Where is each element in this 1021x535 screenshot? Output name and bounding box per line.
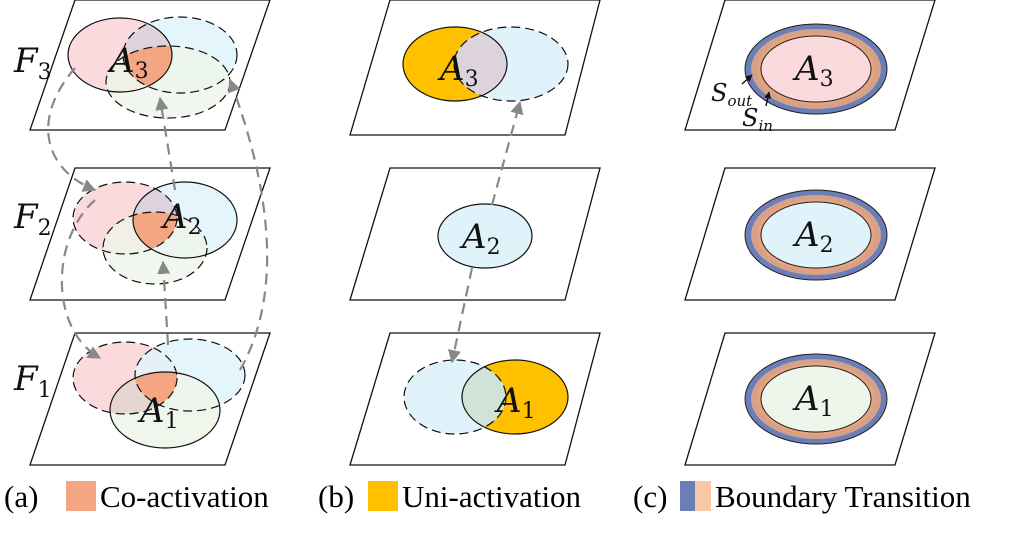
plane-c3 — [684, 0, 936, 131]
region-label-c3: A3 — [792, 49, 834, 92]
region-group-a1 — [72, 338, 246, 449]
plane-b3 — [349, 0, 601, 136]
caption-c: (c) Boundary Transition — [633, 479, 971, 514]
plane-b2 — [349, 167, 601, 301]
ring-c1 — [744, 353, 888, 445]
plane-a3 — [29, 0, 271, 131]
region-label-a3: A3 — [107, 41, 149, 84]
plane-c1 — [684, 332, 936, 466]
s-out-pointer — [741, 74, 753, 85]
region-label-a1: A1 — [137, 391, 179, 434]
region-label-c1: A1 — [792, 379, 834, 422]
region-group-b3 — [402, 26, 569, 102]
plane-a2 — [29, 167, 271, 301]
region-label-b3: A3 — [437, 49, 479, 92]
swatch-boundary-inner — [695, 481, 711, 511]
caption-b-label: (b) — [318, 479, 354, 514]
swatch-uniactivation — [368, 481, 398, 511]
s-out-label: Sout — [711, 79, 753, 110]
region-label-b2: A2 — [459, 217, 501, 260]
panel-b: A3 A2 A1 — [349, 0, 601, 466]
feature-label-f1: F1 — [13, 359, 52, 403]
caption-b-text: Uni-activation — [402, 479, 582, 514]
region-group-b1 — [403, 359, 569, 435]
arrows-b — [448, 100, 524, 364]
ring-c2 — [744, 189, 888, 281]
plane-a1 — [29, 332, 271, 466]
caption-b: (b) Uni-activation — [318, 479, 582, 514]
caption-c-label: (c) — [633, 479, 667, 514]
caption-a-label: (a) — [4, 479, 38, 514]
s-in-label: Sin — [742, 104, 773, 135]
region-group-a2 — [72, 181, 238, 285]
panel-c: A3 Sout Sin A2 A1 — [684, 0, 936, 466]
plane-c2 — [684, 167, 936, 301]
region-label-c2: A2 — [792, 215, 834, 258]
caption-a-text: Co-activation — [100, 479, 269, 514]
plane-b1 — [349, 332, 601, 466]
ring-c3 — [744, 23, 888, 115]
caption-c-text: Boundary Transition — [715, 479, 971, 514]
s-in-pointer — [764, 91, 772, 107]
region-b2 — [437, 203, 533, 269]
swatch-boundary-outer — [680, 481, 695, 511]
feature-label-f3: F3 — [13, 41, 52, 85]
region-label-b1: A1 — [494, 381, 536, 424]
swatch-coactivation — [66, 481, 96, 511]
region-label-a2: A2 — [160, 197, 202, 240]
arrows-a — [47, 67, 269, 371]
panel-a: A3 F3 A2 F2 A1 F1 — [13, 0, 271, 466]
feature-label-f2: F2 — [13, 197, 52, 241]
region-group-a3 — [67, 16, 238, 119]
caption-a: (a) Co-activation — [4, 479, 269, 514]
